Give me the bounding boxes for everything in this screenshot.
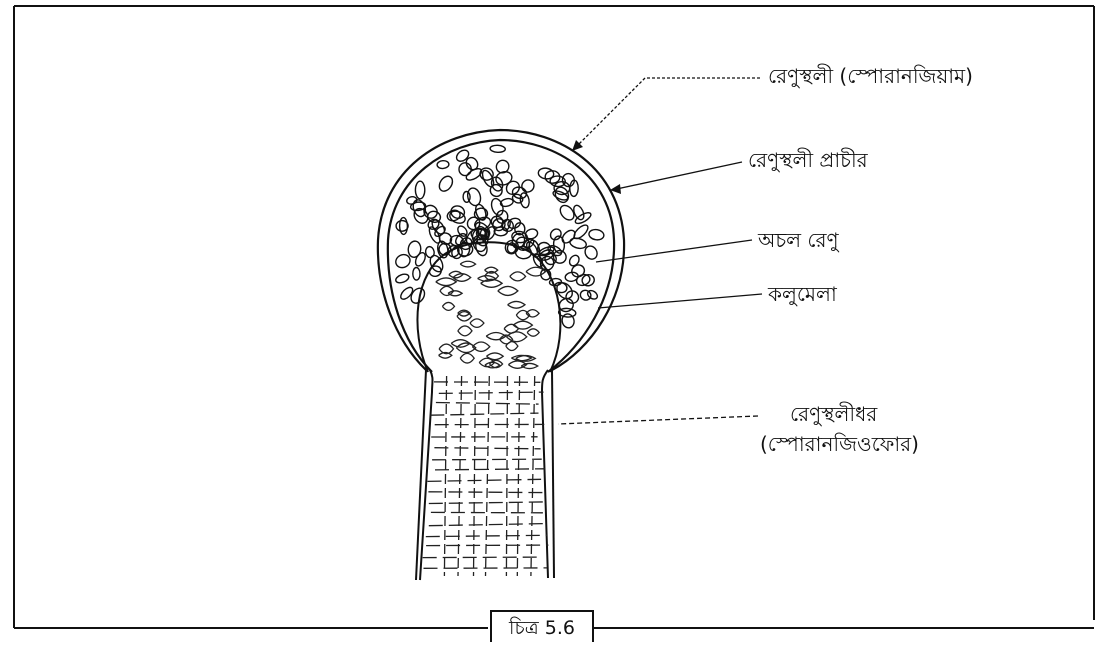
spore bbox=[433, 225, 447, 239]
spore bbox=[474, 238, 489, 257]
columella-cell bbox=[436, 278, 457, 286]
spore bbox=[519, 177, 536, 194]
aplanospores bbox=[394, 145, 605, 329]
sporangiophore-leader bbox=[558, 416, 758, 424]
stalk-cell-wall bbox=[531, 376, 535, 576]
spore bbox=[519, 192, 530, 208]
columella-cell bbox=[449, 271, 463, 278]
columella-cell bbox=[506, 342, 518, 351]
spore bbox=[413, 267, 420, 280]
spore bbox=[548, 227, 563, 242]
stalk-cell-wall bbox=[432, 459, 542, 460]
stalk-cell-wall bbox=[486, 376, 490, 576]
figure-caption-box: চিত্র 5.6 bbox=[490, 610, 594, 642]
stalk-cell-wall bbox=[439, 392, 544, 393]
columella-cell bbox=[458, 326, 472, 336]
stalk-cell-wall bbox=[506, 376, 507, 576]
stalk-cell-wall bbox=[436, 403, 539, 405]
sporangium-wall bbox=[378, 130, 624, 372]
columella-cell bbox=[508, 301, 525, 308]
label-sporangiophore-line2: (স্পোরানজিওফোর) bbox=[760, 430, 919, 463]
label-sporangium: রেণুস্থলী (স্পোরানজিয়াম) bbox=[768, 62, 973, 95]
stalk-cells bbox=[423, 376, 549, 576]
label-aplanospore: অচল রেণু bbox=[758, 226, 839, 259]
label-sporangium-wall: রেণুস্থলী প্রাচীর bbox=[748, 146, 868, 179]
stalk-cell-wall bbox=[429, 502, 547, 504]
columella-cells bbox=[436, 261, 546, 368]
columella-cell bbox=[470, 319, 484, 328]
columella-cell bbox=[513, 321, 532, 329]
spore bbox=[588, 228, 604, 240]
spore bbox=[414, 251, 428, 267]
leader-lines bbox=[558, 78, 762, 424]
spore bbox=[463, 191, 470, 202]
spore bbox=[446, 209, 461, 223]
stalk-cell-wall bbox=[435, 469, 545, 470]
spore bbox=[437, 160, 449, 169]
columella-cell bbox=[460, 261, 475, 267]
label-sporangiophore-line1: রেণুস্থলীধর bbox=[790, 400, 877, 433]
sporangium-wall-leader bbox=[612, 162, 742, 190]
columella-cell bbox=[498, 286, 518, 295]
spore bbox=[407, 240, 422, 258]
sporangium-leader bbox=[575, 78, 760, 148]
spore bbox=[415, 181, 424, 199]
columella-cell bbox=[510, 272, 526, 281]
spore bbox=[425, 246, 435, 258]
figure-caption: চিত্র 5.6 bbox=[492, 614, 592, 646]
aplanospore-leader bbox=[596, 240, 752, 262]
spore bbox=[490, 145, 506, 153]
spore bbox=[395, 273, 410, 285]
spore bbox=[561, 313, 576, 330]
columella-cell bbox=[527, 329, 539, 336]
stalk-cell-wall bbox=[428, 479, 542, 481]
spore bbox=[399, 285, 415, 301]
stalk-cell-wall bbox=[517, 376, 519, 576]
spore bbox=[437, 174, 456, 194]
columella bbox=[417, 242, 560, 372]
stalk-cell-wall bbox=[423, 557, 541, 558]
columella-cell bbox=[460, 353, 474, 363]
spore bbox=[396, 220, 408, 231]
spore bbox=[558, 203, 577, 223]
columella-cell bbox=[442, 302, 454, 310]
columella-leader bbox=[598, 294, 762, 308]
label-columella: কলুমেলা bbox=[768, 280, 837, 313]
